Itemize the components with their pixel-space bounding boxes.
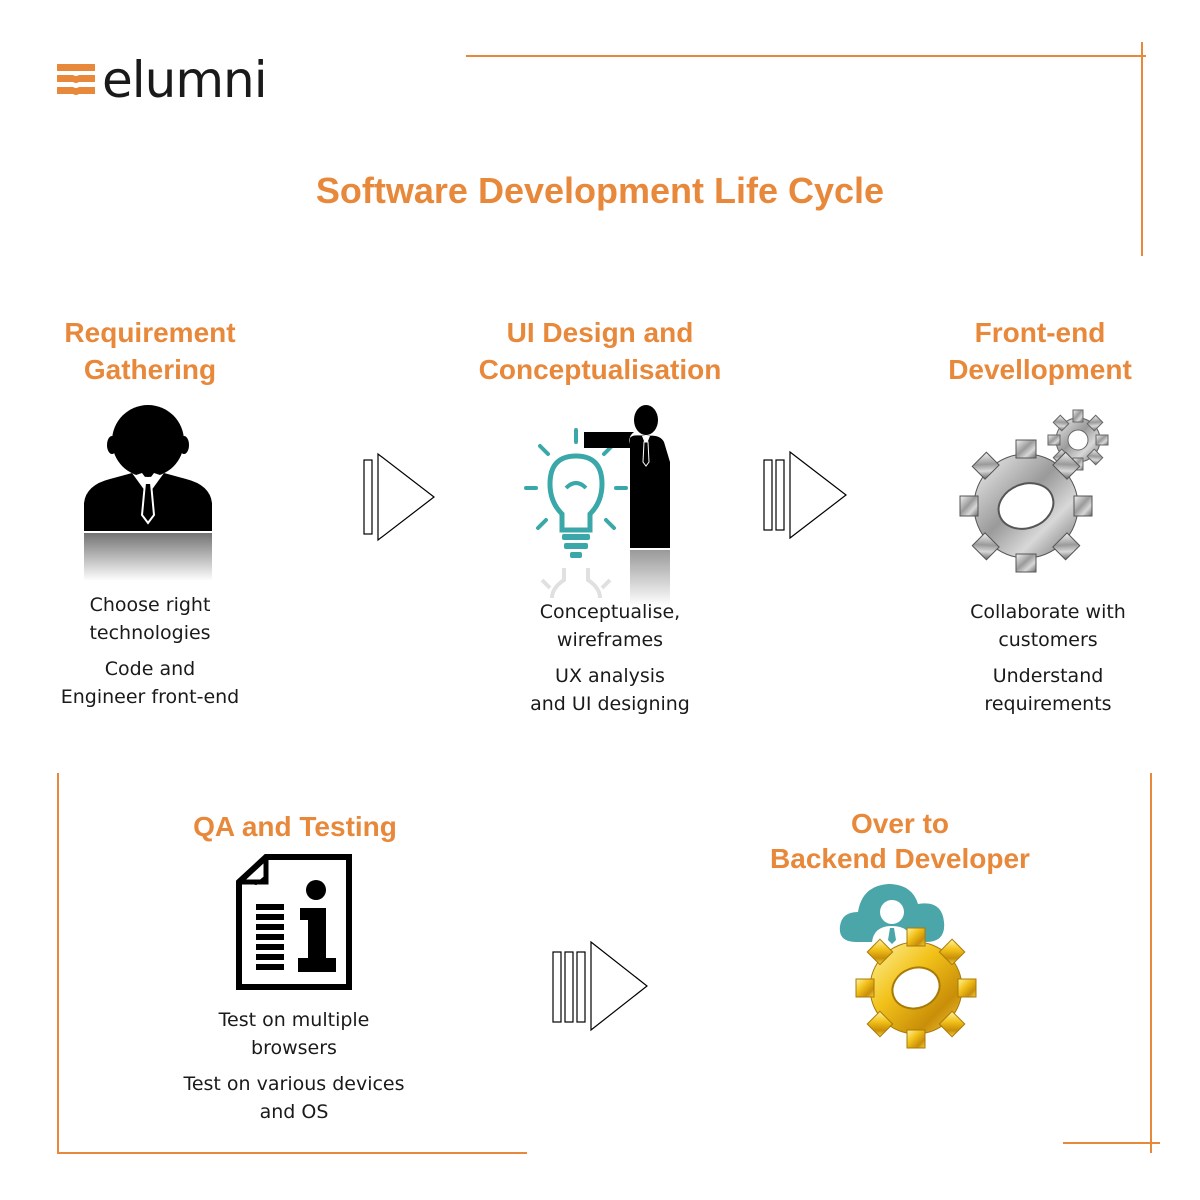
step-title-front-end: Front-end Devellopment <box>900 314 1180 388</box>
desc-line: and UI designing <box>530 693 690 715</box>
step-title-line: UI Design and <box>506 317 694 348</box>
frame-line-left-bottom <box>57 773 59 1153</box>
cloud-user-gold-gear-icon <box>839 884 977 1049</box>
frame-line-right-bottom <box>1150 773 1152 1153</box>
step-title-backend: Over to Backend Developer <box>740 806 1060 876</box>
frame-line-right-top <box>1141 42 1143 256</box>
desc-line: requirements <box>984 693 1112 715</box>
desc-line: and OS <box>259 1101 329 1123</box>
desc-line: Code and <box>104 658 196 680</box>
step-title-ui-design: UI Design and Conceptualisation <box>440 314 760 388</box>
desc-line: UX analysis <box>555 665 665 687</box>
step-desc-ui-design: Conceptualise, wireframes UX analysis an… <box>490 598 730 718</box>
frame-line-top <box>466 55 1146 57</box>
desc-line: Test on multiple <box>218 1009 370 1031</box>
step-title-line: Backend Developer <box>770 843 1030 874</box>
presenter-lightbulb-icon <box>524 405 670 606</box>
desc-line: Understand <box>992 665 1104 687</box>
step-desc-front-end: Collaborate with customers Understand re… <box>928 598 1168 718</box>
arrow-icon <box>552 940 648 1032</box>
silver-gears-icon <box>959 409 1109 573</box>
arrow-icon <box>363 452 435 542</box>
desc-line: Collaborate with <box>970 601 1126 623</box>
arrow-icon <box>763 450 847 540</box>
desc-line: Conceptualise, <box>539 601 681 623</box>
step-title-line: Conceptualisation <box>478 354 722 385</box>
page-title: Software Development Life Cycle <box>315 170 885 211</box>
frame-line-bottom-left <box>57 1152 527 1154</box>
desc-line: Choose right <box>89 594 211 616</box>
step-title-line: QA and Testing <box>193 811 397 842</box>
step-title-line: Over to <box>850 808 950 839</box>
businessman-icon <box>84 405 212 581</box>
desc-line: Engineer front-end <box>60 686 240 708</box>
desc-line: technologies <box>89 622 211 644</box>
step-desc-qa: Test on multiple browsers Test on variou… <box>164 1006 424 1126</box>
step-title-line: Requirement <box>64 317 236 348</box>
step-desc-requirement: Choose right technologies Code and Engin… <box>40 591 260 711</box>
desc-line: customers <box>998 629 1098 651</box>
desc-line: wireframes <box>556 629 664 651</box>
step-title-line: Gathering <box>83 354 217 385</box>
step-title-line: Front-end <box>974 317 1106 348</box>
info-document-icon <box>236 854 352 990</box>
step-title-requirement: Requirement Gathering <box>20 314 280 388</box>
frame-line-bottom-right <box>1063 1142 1160 1144</box>
brand-name: elumni <box>102 51 268 109</box>
desc-line: Test on various devices <box>183 1073 405 1095</box>
book-stack-icon <box>57 64 95 95</box>
desc-line: browsers <box>251 1037 337 1059</box>
step-title-line: Devellopment <box>948 354 1132 385</box>
step-title-qa: QA and Testing <box>150 808 440 845</box>
